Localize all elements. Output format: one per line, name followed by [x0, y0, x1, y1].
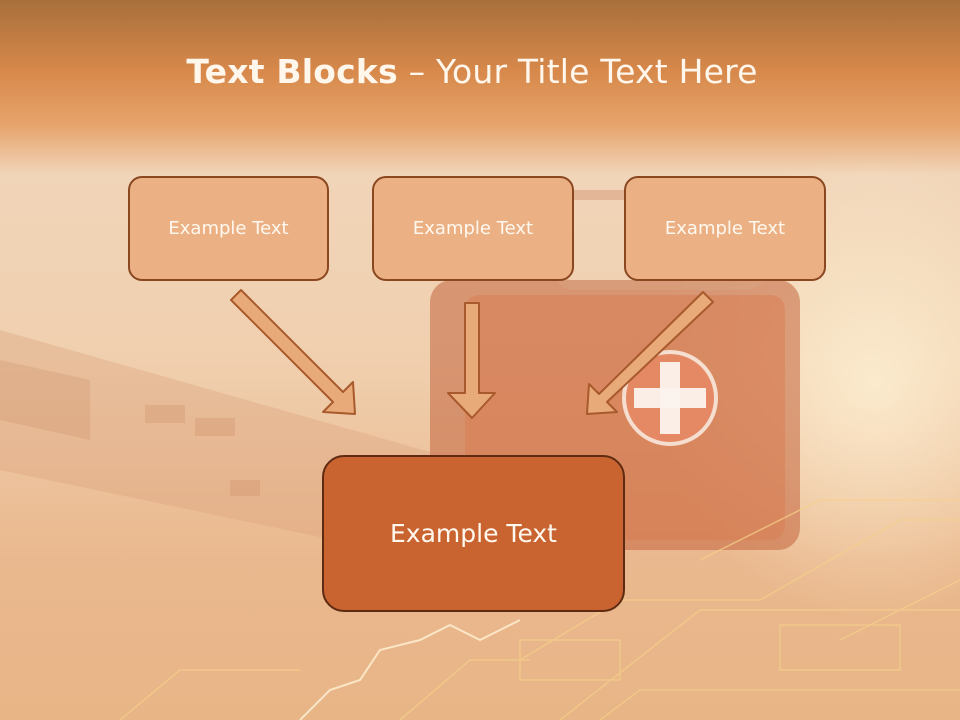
title-bold: Text Blocks — [186, 52, 398, 91]
text-block-main[interactable]: Example Text — [322, 455, 625, 612]
slide-title: Text Blocks – Your Title Text Here — [0, 52, 944, 91]
text-block-1[interactable]: Example Text — [128, 176, 329, 281]
text-block-main-label: Example Text — [390, 519, 557, 548]
title-rest: Your Title Text Here — [435, 52, 758, 91]
text-block-1-label: Example Text — [168, 218, 289, 239]
title-dash: – — [397, 52, 436, 91]
text-block-2-label: Example Text — [412, 218, 534, 239]
text-block-2[interactable]: Example Text — [372, 176, 574, 281]
text-block-3-label: Example Text — [664, 218, 786, 239]
text-block-3[interactable]: Example Text — [624, 176, 826, 281]
